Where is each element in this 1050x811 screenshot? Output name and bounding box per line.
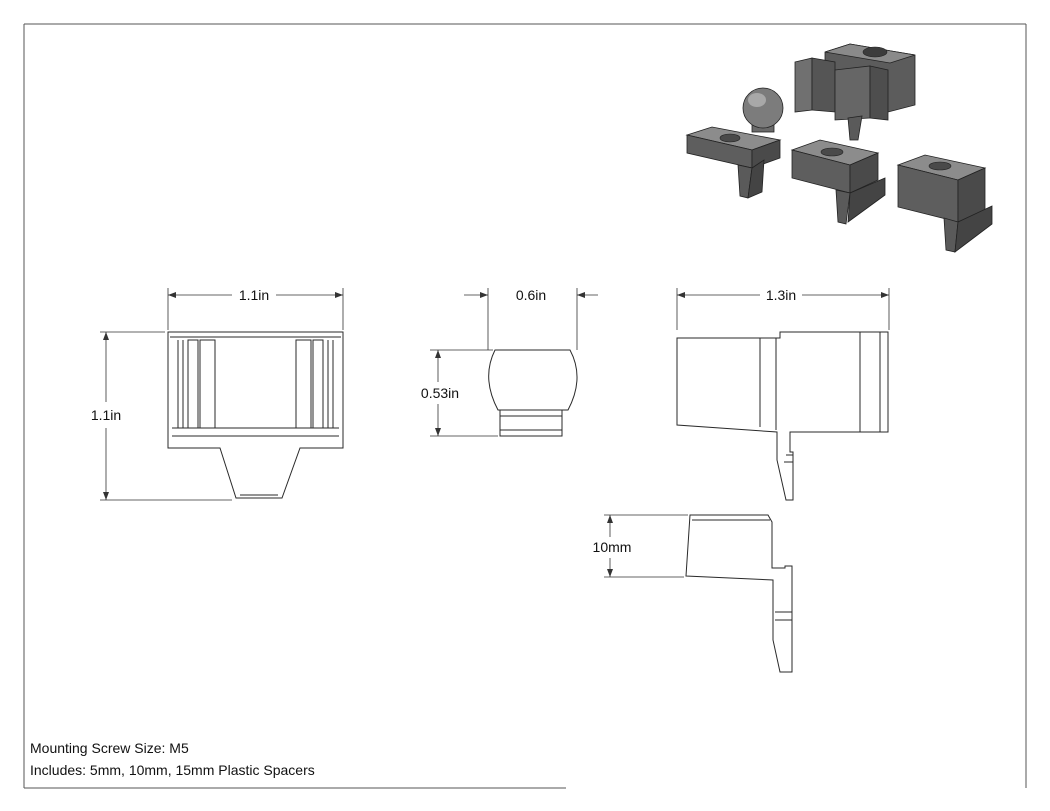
dimension-labels: 1.1in 1.1in 0.6in 0.53in 1.3in 10mm [91,287,796,555]
note-included-spacers: Includes: 5mm, 10mm, 15mm Plastic Spacer… [30,762,315,778]
iso-ball-part [742,87,784,133]
dim-ball-width: 0.6in [516,287,546,303]
iso-spacer-large [896,154,993,253]
dim-front-height: 1.1in [91,407,121,423]
dim-ball-height: 0.53in [421,385,459,401]
iso-spacer-small [685,126,782,199]
dim-side-width: 1.3in [766,287,796,303]
side-view [676,331,889,501]
sheet-border [23,23,1027,789]
iso-clip-part [794,43,916,141]
note-mounting-screw: Mounting Screw Size: M5 [30,740,189,756]
spacer-view [685,514,793,673]
dim-spacer-height: 10mm [593,539,632,555]
dim-front-width: 1.1in [239,287,269,303]
isometric-parts-illustration [685,43,993,253]
dimension-lines [100,288,890,578]
iso-spacer-medium [790,139,886,225]
front-view [167,331,344,499]
ball-view [488,349,578,437]
